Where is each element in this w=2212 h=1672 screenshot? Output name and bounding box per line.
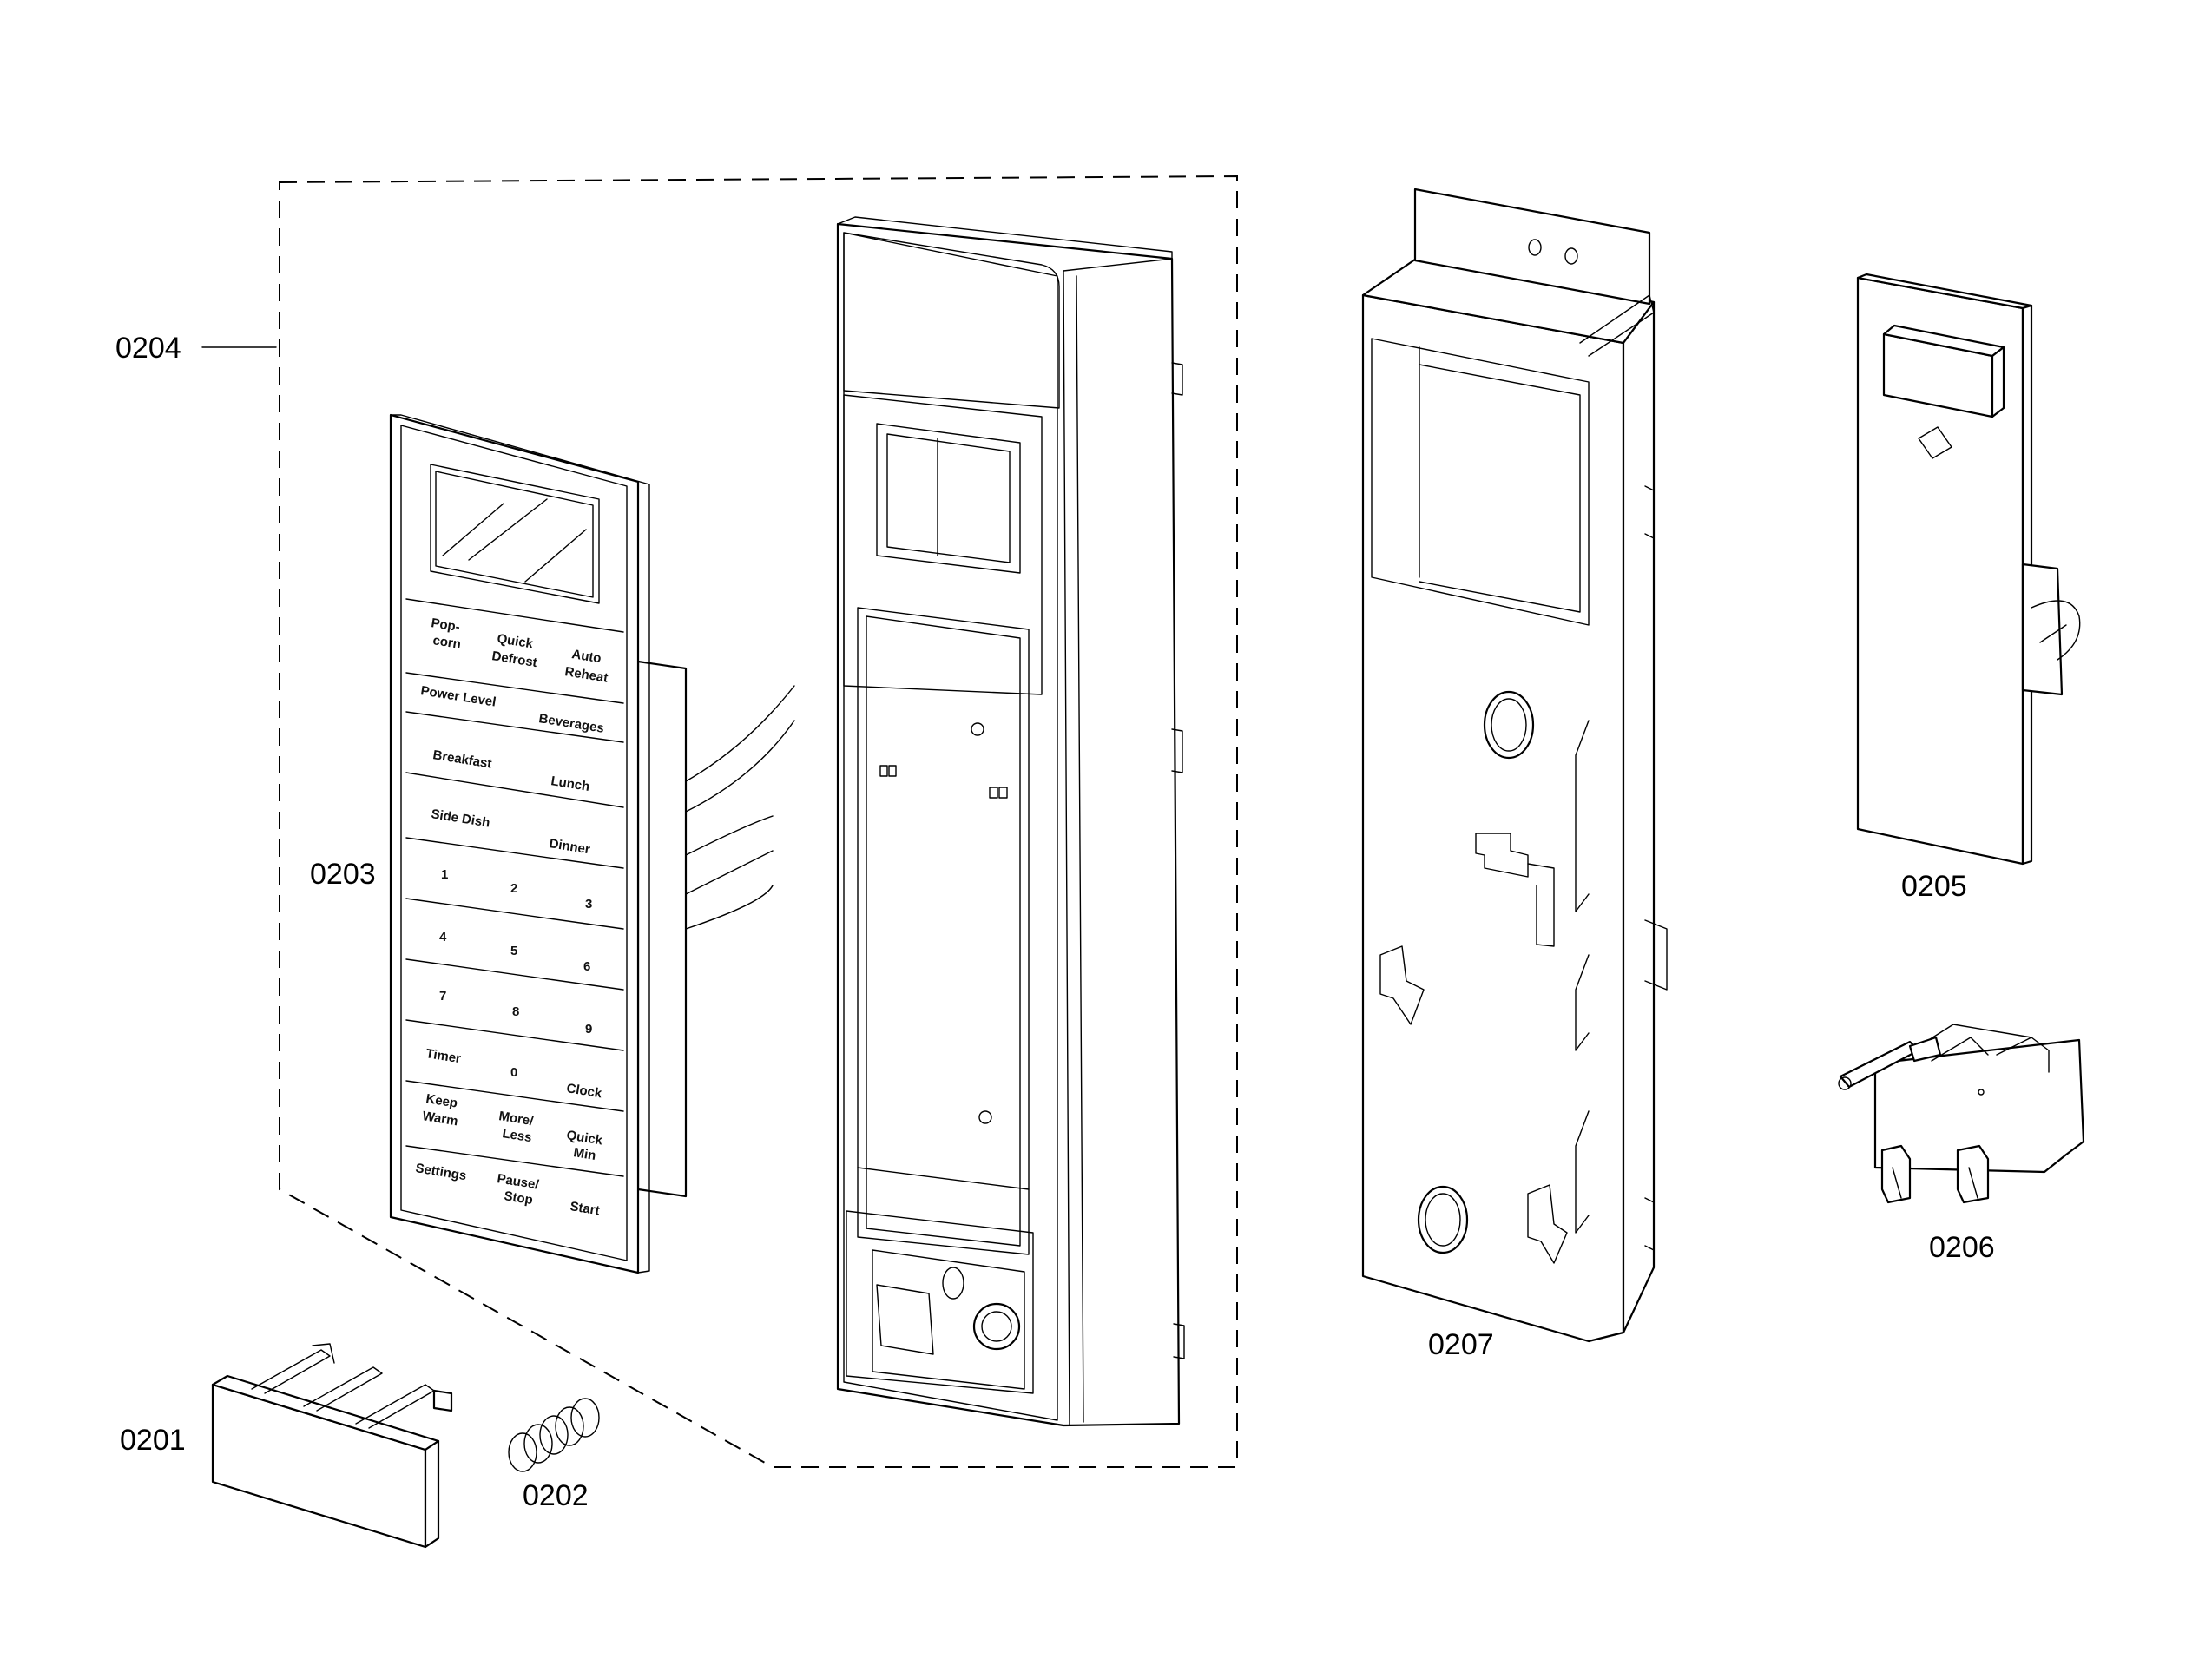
key-lunch: Lunch xyxy=(550,773,590,794)
key-quick-min-2: Min xyxy=(572,1145,596,1163)
key-8: 8 xyxy=(512,1004,519,1019)
key-9: 9 xyxy=(585,1022,592,1037)
key-6: 6 xyxy=(583,959,590,974)
key-popcorn: Pop- xyxy=(430,615,461,635)
key-quick-defrost: Quick xyxy=(496,631,534,651)
label-0201: 0201 xyxy=(120,1424,186,1457)
label-0206: 0206 xyxy=(1929,1231,1995,1264)
key-start: Start xyxy=(569,1199,600,1218)
part-0203-keypad-membrane: Pop- corn Quick Defrost Auto Reheat Powe… xyxy=(389,413,795,1274)
part-0207-panel-bracket xyxy=(1361,188,1668,1343)
label-0207: 0207 xyxy=(1428,1328,1494,1361)
key-keep-warm: Keep xyxy=(425,1091,458,1111)
key-clock: Clock xyxy=(565,1081,603,1101)
key-5: 5 xyxy=(510,944,517,958)
key-auto-reheat: Auto xyxy=(570,647,602,666)
key-more-less: More/ xyxy=(497,1109,535,1129)
label-0205: 0205 xyxy=(1901,870,1967,903)
key-4: 4 xyxy=(439,930,447,945)
key-7: 7 xyxy=(439,989,446,1004)
key-quick-min: Quick xyxy=(565,1128,603,1148)
part-labels: 0204 0203 0201 0202 0207 0205 0206 xyxy=(115,332,1995,1512)
control-panel-frame xyxy=(836,216,1185,1427)
label-0203: 0203 xyxy=(310,858,376,891)
part-0206-switch-assembly xyxy=(1838,1024,2085,1204)
key-1: 1 xyxy=(441,867,448,882)
part-0205-control-board xyxy=(1856,273,2081,866)
part-0202-spring xyxy=(508,1398,600,1472)
assembly-boundary-0204 xyxy=(201,174,1238,1468)
key-pause-stop-2: Stop xyxy=(503,1188,534,1208)
key-keep-warm-2: Warm xyxy=(421,1109,458,1129)
label-0202: 0202 xyxy=(523,1479,589,1512)
key-3: 3 xyxy=(585,897,592,912)
key-0: 0 xyxy=(510,1065,517,1080)
part-0201-door-button xyxy=(211,1343,453,1549)
key-popcorn-2: corn xyxy=(431,633,462,652)
key-timer: Timer xyxy=(425,1046,462,1066)
label-0204: 0204 xyxy=(115,332,181,365)
key-2: 2 xyxy=(510,881,517,896)
key-more-less-2: Less xyxy=(501,1126,532,1145)
